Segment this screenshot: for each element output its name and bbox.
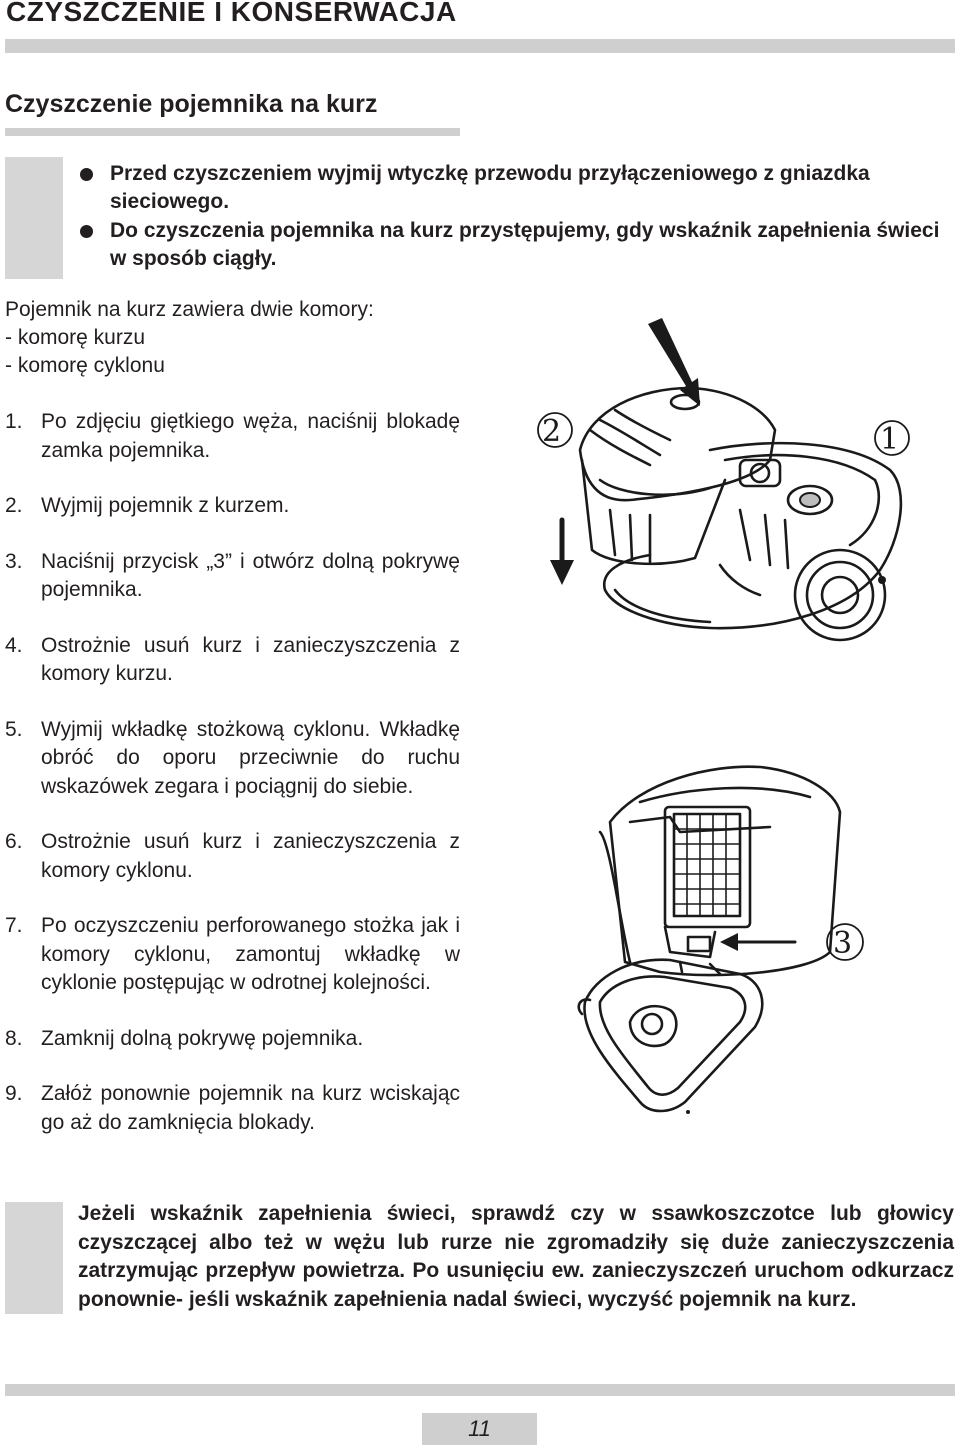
step-item: 6.Ostrożnie usuń kurz i zanieczyszczenia… xyxy=(5,830,460,882)
section-title: Czyszczenie pojemnika na kurz xyxy=(5,90,378,118)
bullet-icon xyxy=(80,168,93,181)
note-marker xyxy=(5,1202,63,1314)
section-rule xyxy=(5,128,460,136)
warning-item: Przed czyszczeniem wyjmij wtyczkę przewo… xyxy=(80,160,960,216)
steps-list: 1.Po zdjęciu giętkiego węża, naciśnij bl… xyxy=(5,408,460,1137)
label-1: 1 xyxy=(880,422,899,457)
step-item: 5.Wyjmij wkładkę stożkową cyklonu. Wkład… xyxy=(5,717,460,798)
vacuum-container-removal-illustration: 2 1 xyxy=(537,318,910,642)
page-number: 11 xyxy=(422,1413,537,1445)
step-item: 1.Po zdjęciu giętkiego węża, naciśnij bl… xyxy=(5,410,460,462)
step-item: 9.Załóż ponownie pojemnik na kurz wciska… xyxy=(5,1082,460,1134)
warning-item: Do czyszczenia pojemnika na kurz przystę… xyxy=(80,217,960,273)
footer-rule xyxy=(5,1384,955,1396)
step-item: 8.Zamknij dolną pokrywę pojemnika. xyxy=(5,1026,364,1050)
step-item: 2.Wyjmij pojemnik z kurzem. xyxy=(5,494,290,517)
bullet-icon xyxy=(80,225,93,238)
warning-list: Przed czyszczeniem wyjmij wtyczkę przewo… xyxy=(80,160,960,274)
header-rule xyxy=(5,39,955,53)
step-item: 7.Po oczyszczeniu perforowanego stożka j… xyxy=(5,914,460,994)
intro-text: Pojemnik na kurz zawiera dwie komory: - … xyxy=(5,298,374,377)
page-title: CZYSZCZENIE I KONSERWACJA xyxy=(6,0,457,27)
warning-marker xyxy=(5,157,63,279)
container-open-cover-illustration: 3 xyxy=(577,765,864,1114)
note-text: Jeżeli wskaźnik zapełnienia świeci, spra… xyxy=(78,1202,954,1311)
step-item: 3.Naciśnij przycisk „3” i otwórz dolną p… xyxy=(5,549,460,602)
label-2: 2 xyxy=(542,414,561,449)
label-3: 3 xyxy=(833,926,852,961)
step-item: 4.Ostrożnie usuń kurz i zanieczyszczenia… xyxy=(5,633,460,686)
